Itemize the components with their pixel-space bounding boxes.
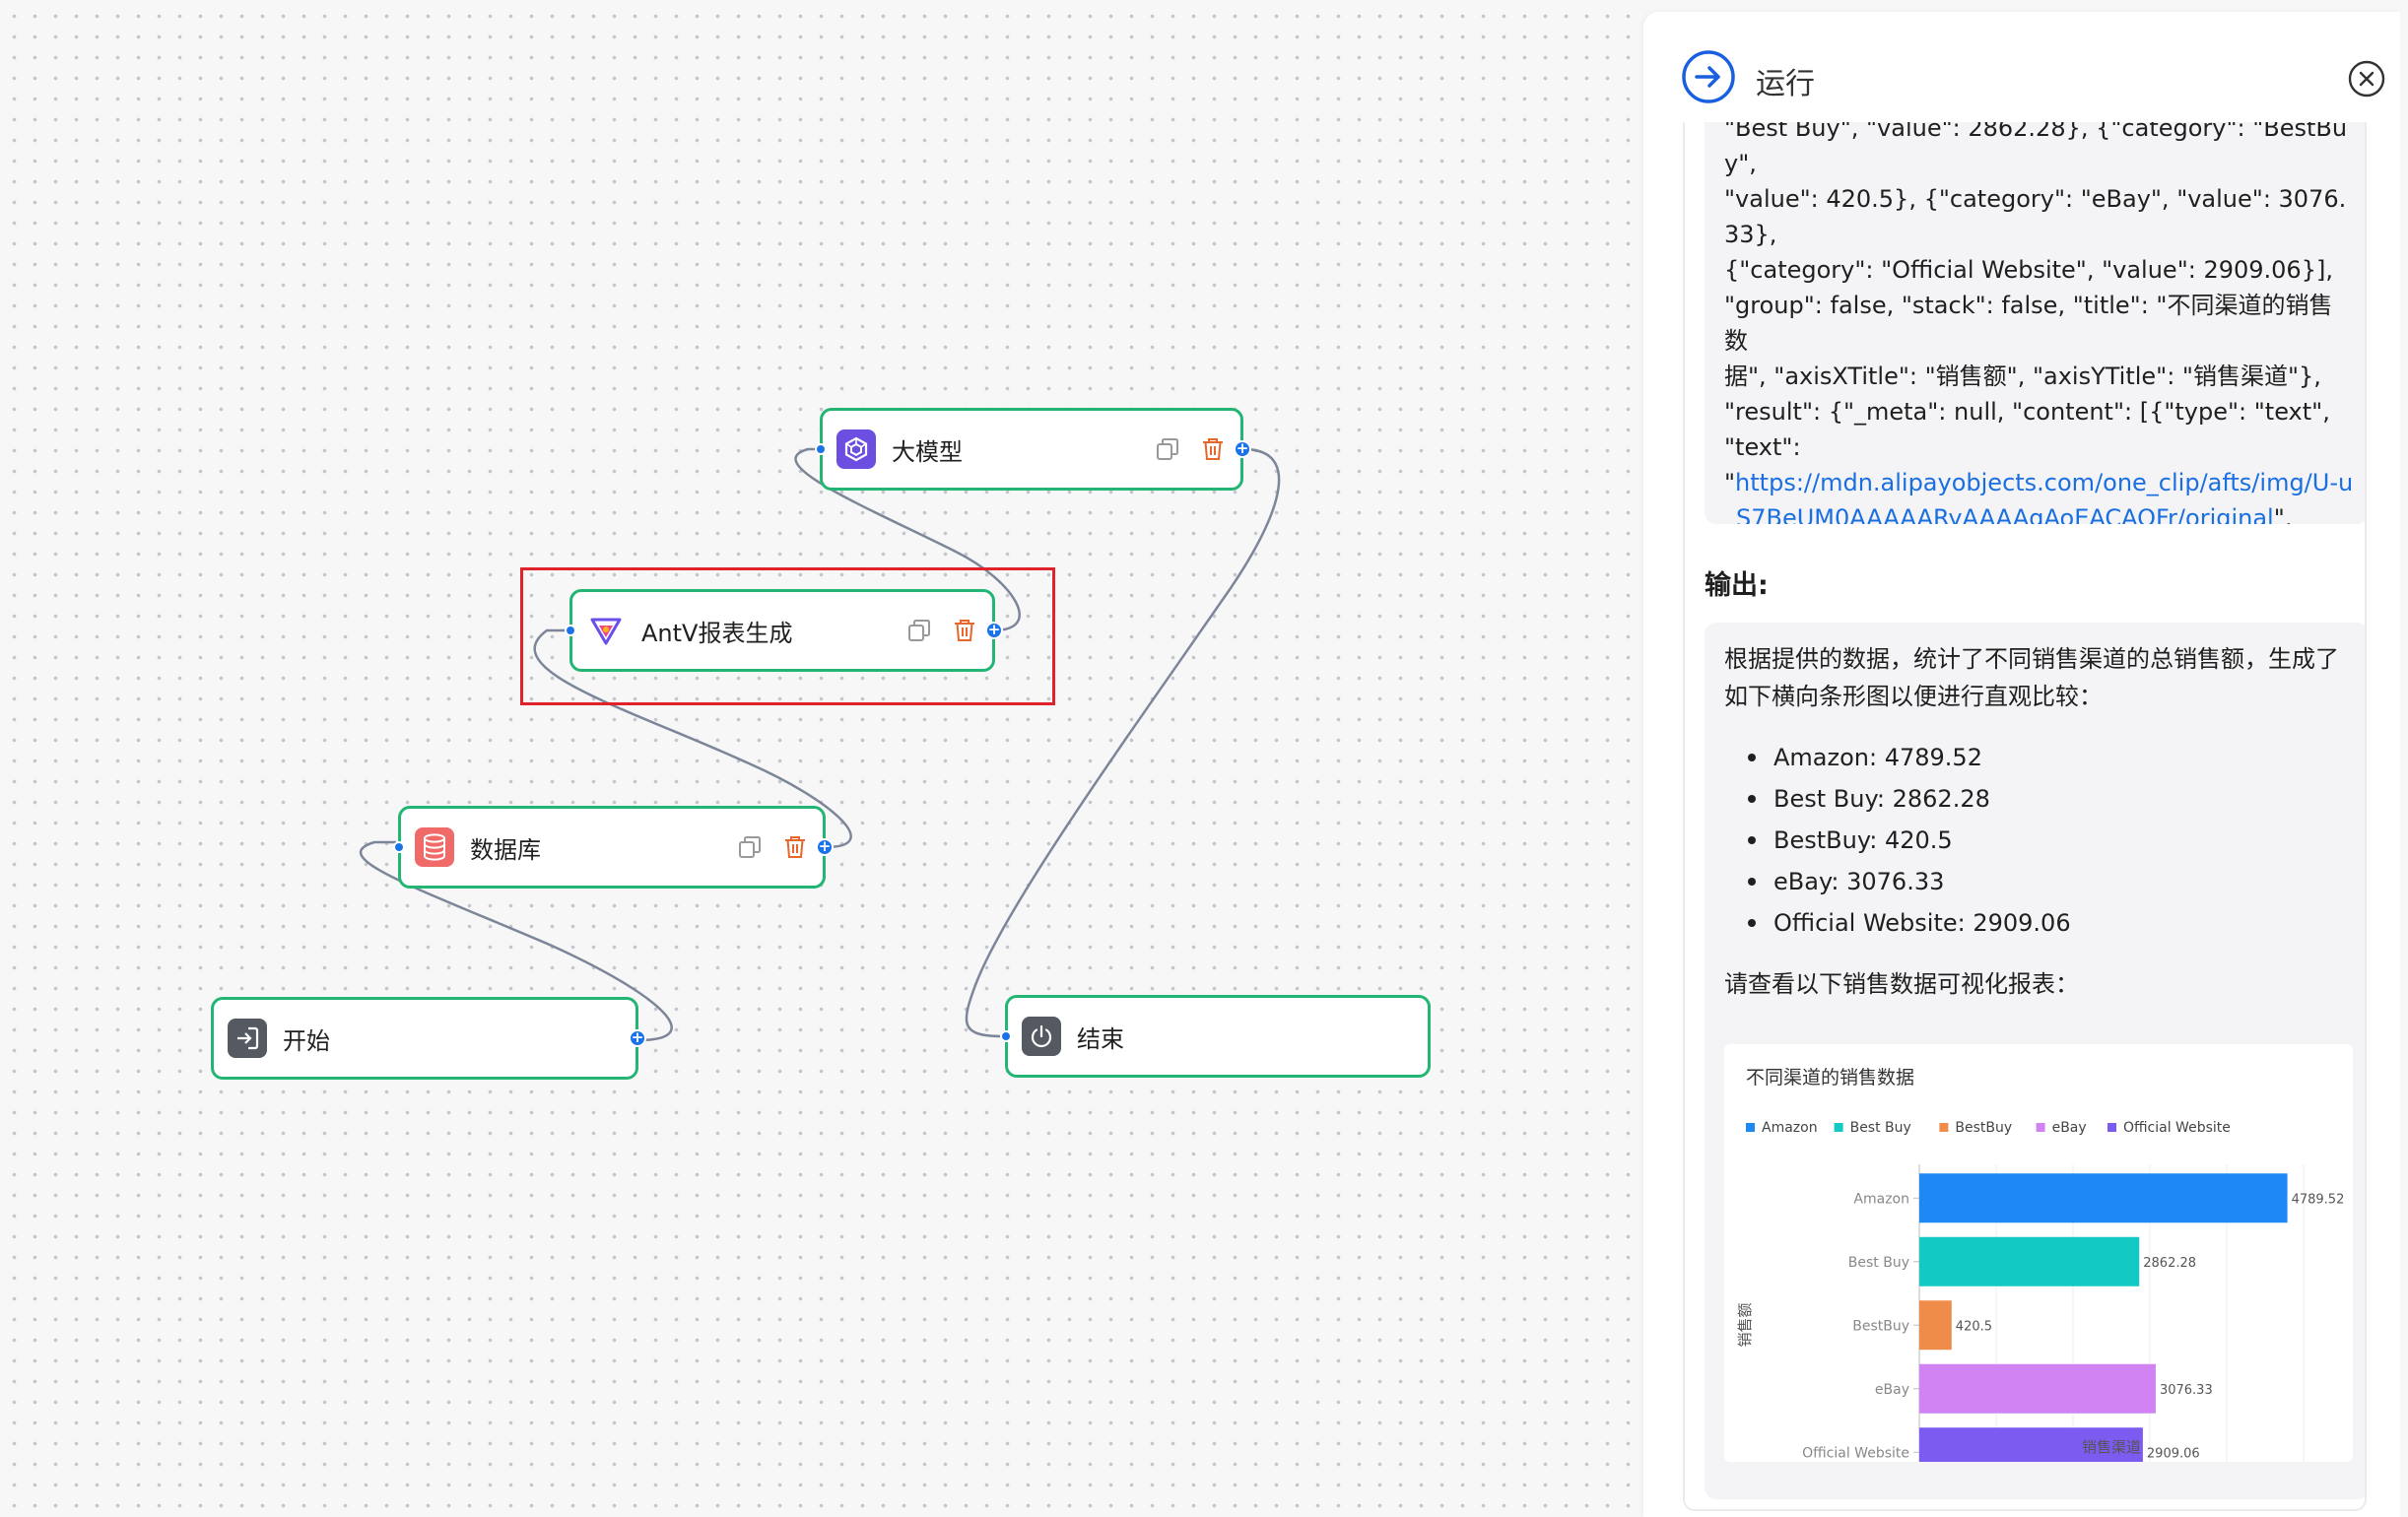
y-tick-label: Official Website bbox=[1802, 1445, 1909, 1461]
copy-icon[interactable] bbox=[1154, 435, 1181, 463]
output-list-item: eBay: 3076.33 bbox=[1748, 861, 2349, 902]
input-port[interactable] bbox=[1000, 1030, 1012, 1042]
edge-llm-to-end[interactable] bbox=[965, 447, 1281, 1038]
output-content-block: 根据提供的数据，统计了不同销售渠道的总销售额，生成了如下横向条形图以便进行直观比… bbox=[1705, 623, 2365, 1499]
add-node-button[interactable]: + bbox=[629, 1029, 646, 1047]
login-icon bbox=[228, 1019, 267, 1058]
data-label: 2909.06 bbox=[2147, 1446, 2200, 1461]
node-label: 大模型 bbox=[892, 437, 963, 466]
input-port[interactable] bbox=[393, 841, 405, 853]
output-label: 输出: bbox=[1705, 570, 1769, 601]
run-result-body[interactable]: "Best Buy", "value": 2862.28}, {"categor… bbox=[1683, 122, 2367, 1511]
output-list-item: BestBuy: 420.5 bbox=[1748, 820, 2349, 861]
y-tick-label: BestBuy bbox=[1852, 1318, 1909, 1334]
edge-start-to-database[interactable] bbox=[360, 840, 673, 1042]
workflow-edges bbox=[360, 447, 1281, 1042]
output-list-item: Best Buy: 2862.28 bbox=[1748, 778, 2349, 820]
bar bbox=[1919, 1236, 2140, 1286]
input-line: "group": false, "stack": false, "title":… bbox=[1724, 292, 2333, 355]
input-line: "result": {"_meta": null, "content": [{"… bbox=[1724, 398, 2330, 426]
cube-icon bbox=[836, 429, 876, 469]
x-axis-title: 销售渠道 bbox=[2082, 1438, 2141, 1456]
input-line: 据", "axisXTitle": "销售额", "axisYTitle": "… bbox=[1724, 363, 2321, 390]
node-label: 结束 bbox=[1077, 1024, 1124, 1053]
y-tick-label: Best Buy bbox=[1848, 1255, 1909, 1271]
close-icon[interactable] bbox=[2347, 59, 2386, 99]
node-database[interactable]: 数据库 + bbox=[393, 806, 834, 889]
add-node-button[interactable]: + bbox=[816, 838, 834, 856]
edge-antv-to-llm[interactable] bbox=[794, 447, 1021, 632]
output-list-item: Amazon: 4789.52 bbox=[1748, 737, 2349, 778]
arrow-right-circle-icon bbox=[1682, 50, 1735, 103]
image-link[interactable]: https://mdn.alipayobjects.com/one_clip/a… bbox=[1724, 469, 2354, 524]
quote-text: ", bbox=[2273, 504, 2293, 524]
workflow-canvas[interactable]: 大模型 + AntV报表生成 bbox=[0, 0, 1643, 1517]
bar bbox=[1919, 1427, 2143, 1462]
input-content-block: "Best Buy", "value": 2862.28}, {"categor… bbox=[1705, 122, 2365, 524]
input-port[interactable] bbox=[565, 625, 576, 636]
input-port[interactable] bbox=[815, 443, 827, 455]
panel-title: 运行 bbox=[1756, 67, 1815, 101]
y-tick-label: eBay bbox=[1875, 1382, 1909, 1398]
input-line: {"category": "Official Website", "value"… bbox=[1724, 256, 2333, 284]
input-line: "value": 420.5}, {"category": "eBay", "v… bbox=[1724, 185, 2347, 248]
bar bbox=[1919, 1173, 2288, 1223]
run-panel: 运行 "Best Buy", "value": 2862.28}, {"cate… bbox=[1643, 12, 2400, 1517]
y-tick-label: Amazon bbox=[1853, 1191, 1909, 1207]
quote-text: " bbox=[1724, 469, 1736, 496]
input-line: "text": bbox=[1724, 433, 1801, 461]
data-label: 3076.33 bbox=[2160, 1383, 2213, 1398]
legend-swatch bbox=[1834, 1123, 1843, 1132]
panel-header: 运行 bbox=[1643, 12, 2400, 122]
add-node-button[interactable]: + bbox=[1234, 440, 1251, 458]
data-label: 2862.28 bbox=[2143, 1256, 2196, 1271]
output-list-item: Official Website: 2909.06 bbox=[1748, 902, 2349, 944]
edge-database-to-antv[interactable] bbox=[533, 628, 852, 849]
legend-label: Official Website bbox=[2123, 1120, 2231, 1136]
node-end[interactable]: 结束 bbox=[1000, 995, 1431, 1078]
output-outro: 请查看以下销售数据可视化报表： bbox=[1724, 970, 2079, 998]
y-axis-title: 销售额 bbox=[1736, 1302, 1754, 1347]
node-start[interactable]: 开始 + bbox=[211, 997, 646, 1080]
power-icon bbox=[1022, 1017, 1061, 1056]
legend-swatch bbox=[1939, 1123, 1949, 1132]
trash-icon[interactable] bbox=[951, 617, 978, 644]
node-label: AntV报表生成 bbox=[641, 619, 793, 647]
data-label: 420.5 bbox=[1956, 1319, 1992, 1334]
legend-label: BestBuy bbox=[1955, 1120, 2012, 1136]
bar bbox=[1919, 1363, 2156, 1414]
node-label: 开始 bbox=[283, 1026, 330, 1055]
data-label: 4789.52 bbox=[2292, 1192, 2345, 1207]
legend-label: eBay bbox=[2052, 1120, 2087, 1136]
trash-icon[interactable] bbox=[1199, 435, 1227, 463]
add-node-button[interactable]: + bbox=[985, 622, 1003, 639]
node-antv-report[interactable]: AntV报表生成 + bbox=[565, 589, 1003, 672]
selection-highlight bbox=[520, 567, 1055, 705]
antv-logo-icon bbox=[586, 611, 626, 650]
input-line: "Best Buy", "value": 2862.28}, {"categor… bbox=[1724, 122, 2348, 177]
node-llm[interactable]: 大模型 + bbox=[815, 408, 1251, 491]
trash-icon[interactable] bbox=[781, 833, 809, 861]
database-icon bbox=[415, 827, 454, 867]
input-json-text: "Best Buy", "value": 2862.28}, {"categor… bbox=[1724, 122, 2355, 524]
legend-label: Amazon bbox=[1762, 1120, 1818, 1136]
node-label: 数据库 bbox=[470, 835, 541, 864]
copy-icon[interactable] bbox=[736, 833, 764, 861]
legend-swatch bbox=[1746, 1123, 1755, 1132]
legend-swatch bbox=[2107, 1123, 2116, 1132]
legend-swatch bbox=[2036, 1123, 2045, 1132]
output-intro: 根据提供的数据，统计了不同销售渠道的总销售额，生成了如下横向条形图以便进行直观比… bbox=[1724, 645, 2339, 710]
chart-title: 不同渠道的销售数据 bbox=[1746, 1067, 1914, 1088]
legend-label: Best Buy bbox=[1850, 1120, 1911, 1136]
copy-icon[interactable] bbox=[905, 617, 933, 644]
bar bbox=[1919, 1300, 1952, 1351]
